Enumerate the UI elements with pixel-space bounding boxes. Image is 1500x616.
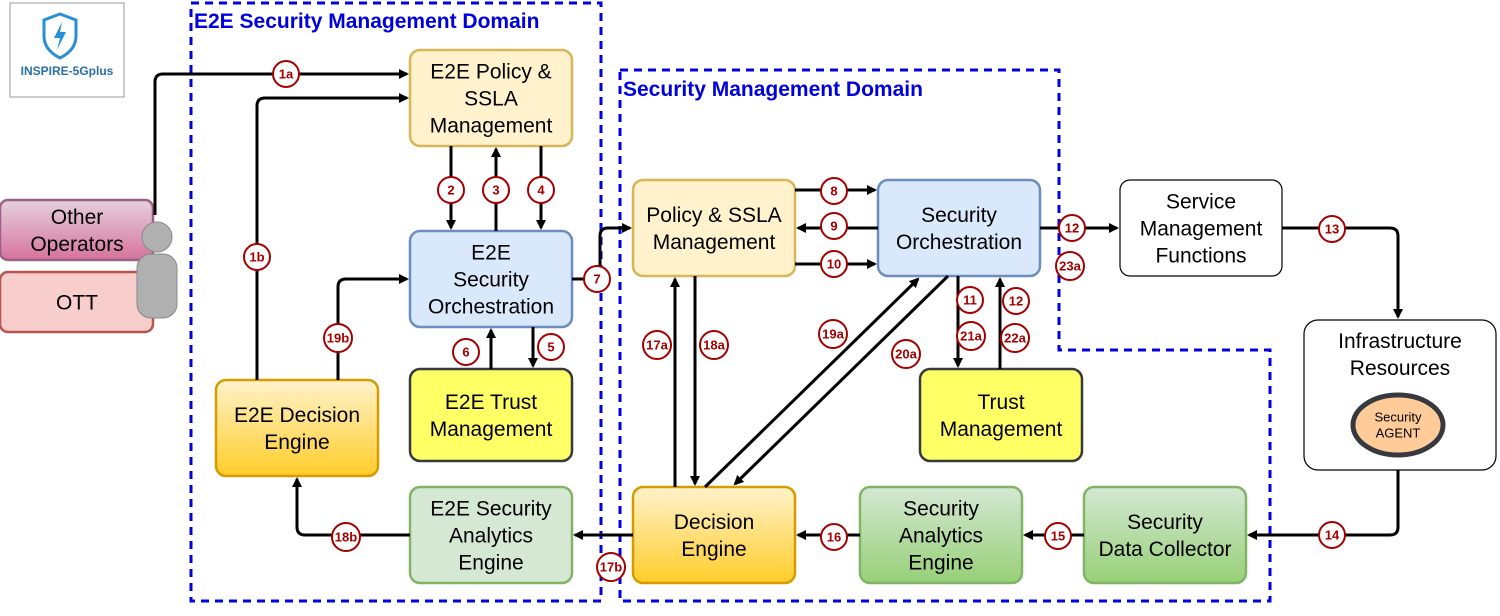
- step-22a-marker: 22a: [1000, 323, 1030, 353]
- step-21a-marker: 21a: [956, 321, 986, 351]
- step-label: 16: [827, 530, 841, 545]
- step-label: 21a: [960, 329, 982, 344]
- step-7-marker: 7: [583, 265, 611, 293]
- arrow-20a: [733, 274, 950, 486]
- step-12-marker: 12: [1058, 214, 1086, 242]
- arrow-18b: [292, 477, 410, 537]
- step-label: 19b: [327, 331, 349, 346]
- step-11-marker: 11: [956, 286, 984, 314]
- lightning-icon: [54, 22, 66, 50]
- step-label: 4: [537, 183, 545, 198]
- step-19b-marker: 19b: [323, 323, 353, 353]
- step-label: 13: [1325, 222, 1339, 237]
- local-domain-border: [618, 68, 1272, 603]
- step-label: 3: [492, 183, 499, 198]
- arrow-7: [572, 223, 632, 281]
- step-label: 14: [1325, 528, 1340, 543]
- arrow-14: [1247, 470, 1400, 540]
- arrow-13: [1282, 226, 1403, 319]
- shield-icon: [42, 12, 78, 60]
- step-4-marker: 4: [527, 176, 555, 204]
- step-label: 20a: [895, 347, 917, 362]
- step-label: 10: [827, 257, 841, 272]
- logo-text: INSPIRE-5Gplus: [21, 64, 114, 78]
- step-2-marker: 2: [437, 176, 465, 204]
- step-label: 15: [1051, 529, 1065, 544]
- step-1a-marker: 1a: [272, 60, 300, 88]
- step-17a-marker: 17a: [642, 330, 672, 360]
- step-label: 17b: [600, 560, 622, 575]
- step-15-marker: 15: [1044, 522, 1072, 550]
- step-label: 18b: [335, 530, 357, 545]
- step-label: 6: [462, 345, 469, 360]
- step-20a-marker: 20a: [891, 339, 921, 369]
- step-label: 5: [547, 340, 554, 355]
- local-domain-title: Security Management Domain: [623, 78, 923, 101]
- step-13-marker: 13: [1318, 215, 1346, 243]
- step-label: 2: [447, 183, 454, 198]
- step-18a-marker: 18a: [699, 330, 729, 360]
- step-1b-marker: 1b: [243, 243, 271, 271]
- arrow-19b: [336, 274, 409, 380]
- step-16-marker: 16: [820, 523, 848, 551]
- step-label: 12: [1065, 221, 1079, 236]
- step-6-marker: 6: [452, 338, 480, 366]
- step-19a-marker: 19a: [818, 319, 848, 349]
- step-18b-marker: 18b: [331, 522, 361, 552]
- step-label: 23a: [1059, 259, 1081, 274]
- arrow-1a: [153, 69, 409, 215]
- step-10-marker: 10: [820, 250, 848, 278]
- inspire-5gplus-logo: INSPIRE-5Gplus: [9, 2, 125, 98]
- arrow-19a: [703, 277, 920, 489]
- step-label: 18a: [703, 338, 725, 353]
- step-label: 9: [830, 219, 837, 234]
- step-label: 8: [830, 184, 837, 199]
- step-5-marker: 5: [537, 333, 565, 361]
- step-23a-marker: 23a: [1055, 251, 1085, 281]
- step-label: 11: [963, 293, 977, 308]
- step-14-marker: 14: [1318, 521, 1346, 549]
- user-icon: [136, 221, 178, 319]
- e2e-domain-title: E2E Security Management Domain: [194, 10, 539, 33]
- step-label: 1b: [249, 250, 264, 265]
- step-8-marker: 8: [820, 177, 848, 205]
- step-17b-marker: 17b: [596, 552, 626, 582]
- step-label: 17a: [646, 338, 668, 353]
- step-label: 7: [593, 272, 600, 287]
- ott-box[interactable]: OTT: [56, 292, 98, 315]
- step-9-marker: 9: [820, 212, 848, 240]
- step-label: 19a: [822, 327, 844, 342]
- arrow-1b: [255, 93, 409, 380]
- step-label: 12: [1009, 294, 1023, 309]
- step-label: 22a: [1004, 331, 1026, 346]
- step-3-marker: 3: [482, 176, 510, 204]
- step-12-marker: 12: [1002, 287, 1030, 315]
- step-label: 1a: [279, 67, 294, 82]
